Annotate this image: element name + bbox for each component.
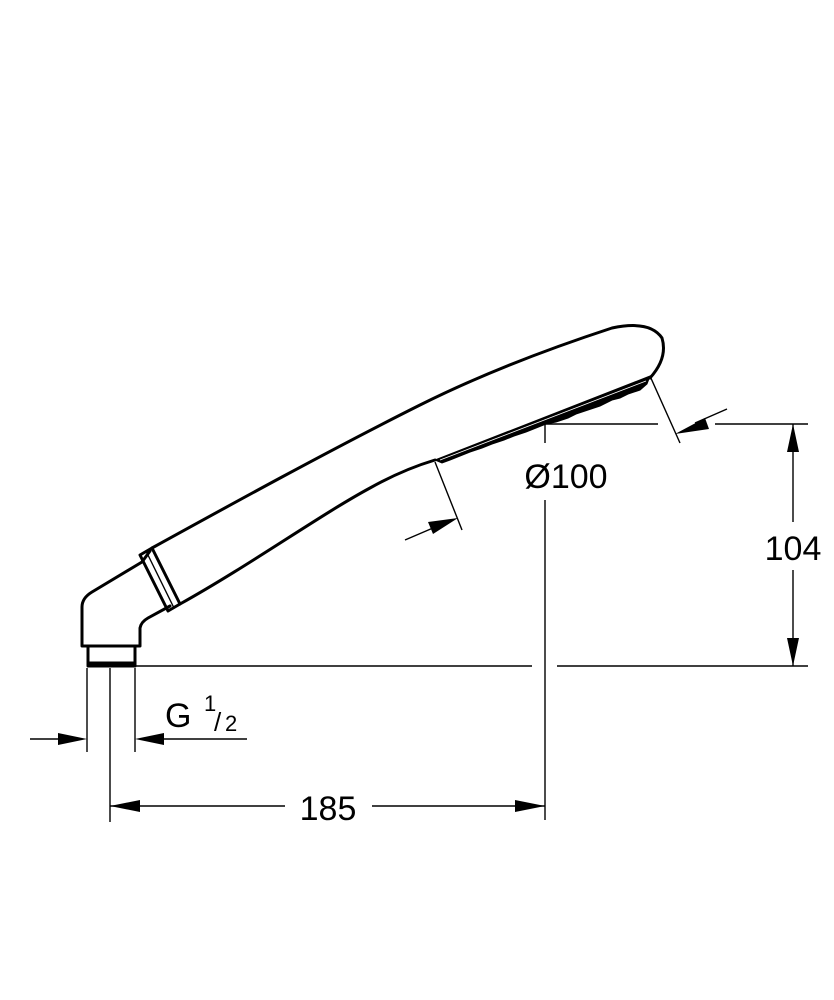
thread-dimension: G 1 / 2 bbox=[30, 668, 247, 752]
diameter-extension-left bbox=[434, 461, 463, 531]
hand-shower-outline bbox=[80, 324, 665, 668]
elbow-connector bbox=[80, 549, 172, 648]
diameter-arrow-left bbox=[428, 518, 458, 534]
length-arrow-left bbox=[110, 800, 140, 812]
diameter-label: Ø100 bbox=[524, 458, 607, 496]
diameter-arrow-right bbox=[675, 418, 709, 434]
length-label: 185 bbox=[300, 790, 357, 828]
height-arrow-bottom bbox=[787, 638, 799, 666]
height-label: 104 bbox=[765, 530, 822, 568]
thread-label-slash: / bbox=[214, 707, 222, 737]
length-arrow-right bbox=[515, 800, 545, 812]
thread-arrow-left bbox=[58, 733, 87, 745]
length-dimension: 185 bbox=[109, 668, 545, 828]
thread-label-numerator: 1 bbox=[204, 691, 216, 716]
handle-upper-edge bbox=[150, 324, 665, 550]
height-dimension: 104 bbox=[136, 423, 822, 667]
diameter-dimension: Ø100 bbox=[404, 375, 728, 541]
spray-face-highlight bbox=[439, 380, 647, 461]
thread-label-denominator: 2 bbox=[225, 711, 237, 736]
diameter-extension-right bbox=[649, 375, 681, 444]
collar-ring-inner bbox=[145, 550, 175, 609]
thread-arrow-right bbox=[135, 733, 164, 745]
handle-lower-edge bbox=[178, 458, 437, 606]
thread-label-prefix: G bbox=[165, 697, 191, 735]
height-arrow-top bbox=[787, 424, 799, 452]
